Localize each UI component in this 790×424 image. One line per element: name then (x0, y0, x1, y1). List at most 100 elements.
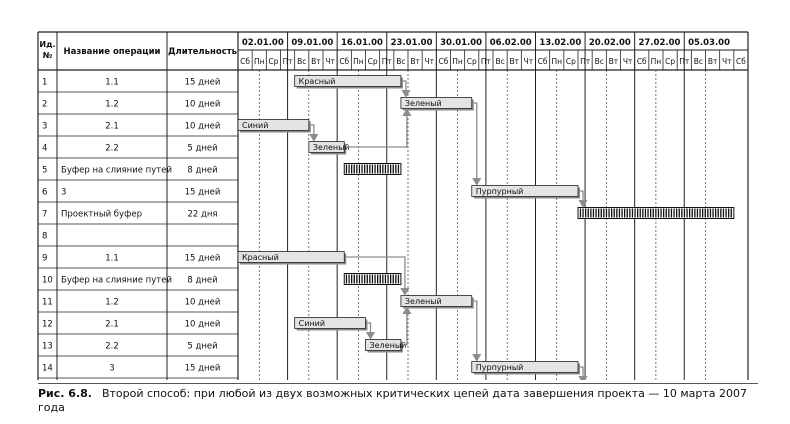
dependency-arrow (346, 256, 410, 296)
row-id: 14 (42, 364, 53, 374)
dependency-arrow (309, 124, 319, 142)
row-name: 3 (61, 188, 66, 198)
day-label: Чт (623, 57, 633, 66)
task-bar-label: Зеленый (370, 341, 407, 350)
row-id: 12 (42, 320, 53, 330)
row-name: 1.1 (105, 78, 119, 88)
figure-caption: Рис. 6.8.Второй способ: при любой из дву… (38, 383, 758, 415)
row-id: 9 (42, 254, 47, 264)
week-label: 13.02.00 (539, 38, 581, 48)
dependency-arrow (402, 306, 412, 346)
row-duration: 15 дней (185, 254, 221, 264)
gantt-bars: КрасныйЗеленыйСинийЗеленыйПурпурныйКрасн… (237, 75, 735, 375)
dependency-arrows (309, 80, 588, 380)
week-label: 23.01.00 (391, 38, 433, 48)
row-name: 1.2 (105, 100, 119, 110)
day-label: Пн (452, 57, 463, 66)
buffer-bar-hatch (345, 274, 400, 284)
task-bar-label: Зеленый (405, 297, 442, 306)
day-label: Вт (509, 57, 519, 66)
day-label: Ср (566, 57, 576, 66)
task-bar (471, 361, 579, 373)
week-label: 06.02.00 (490, 38, 532, 48)
row-name: 1.1 (105, 254, 119, 264)
header-name: Название операции (64, 47, 161, 57)
day-label: Чт (424, 57, 434, 66)
day-label: Чт (524, 57, 534, 66)
header-id: Ид. (39, 40, 55, 49)
day-label: Пт (679, 57, 690, 66)
day-label: Сб (240, 57, 250, 66)
gantt-chart: 02.01.00 09.01.00 16.01.00 23.01.00 30.01.00… (37, 31, 749, 380)
day-label: Чт (722, 57, 732, 66)
task-bar (308, 141, 345, 153)
day-label: Пт (382, 57, 393, 66)
day-label: Вс (396, 57, 405, 66)
row-id: 5 (42, 166, 47, 176)
header-duration: Длительность (168, 47, 237, 57)
row-duration: 8 дней (187, 276, 217, 286)
row-duration: 22 дня (187, 210, 217, 220)
day-label: Ср (665, 57, 675, 66)
dependency-arrow (472, 300, 482, 362)
day-label: Пн (353, 57, 364, 66)
day-label: Вт (311, 57, 321, 66)
row-id: 4 (42, 144, 47, 154)
row-name: 1.2 (105, 298, 119, 308)
day-label: Вс (694, 57, 703, 66)
task-bar-label: Синий (242, 121, 268, 130)
row-id: 10 (42, 276, 53, 286)
row-duration: 15 дней (185, 78, 221, 88)
row-name: 2.1 (105, 320, 119, 330)
day-label: Ср (368, 57, 378, 66)
week-label: 09.01.00 (291, 38, 333, 48)
day-label: Пн (254, 57, 265, 66)
row-duration: 15 дней (185, 364, 221, 374)
week-label: 16.01.00 (341, 38, 383, 48)
task-bar (400, 97, 473, 109)
day-label: Вт (410, 57, 420, 66)
row-duration: 10 дней (185, 320, 221, 330)
row-duration: 8 дней (187, 166, 217, 176)
row-id: 11 (42, 298, 53, 308)
week-label: 05.03.00 (688, 38, 730, 48)
day-label: Пт (580, 57, 591, 66)
buffer-bar-hatch (579, 208, 733, 218)
row-id: 6 (42, 188, 47, 198)
day-label: Пн (551, 57, 562, 66)
day-label: Вс (495, 57, 504, 66)
task-bar (237, 119, 310, 131)
row-id: 1 (42, 78, 47, 88)
week-label: 20.02.00 (589, 38, 631, 48)
week-label: 30.01.00 (440, 38, 482, 48)
dependency-arrow (401, 80, 411, 98)
row-id: 13 (42, 342, 53, 352)
week-label: 02.01.00 (242, 38, 284, 48)
caption-label: Рис. 6.8. (38, 387, 92, 400)
row-name: 2.1 (105, 122, 119, 132)
row-duration: 5 дней (187, 342, 217, 352)
day-label: Сб (736, 57, 746, 66)
task-bar-label: Синий (299, 319, 325, 328)
row-duration: 15 дней (185, 188, 221, 198)
row-duration: 10 дней (185, 122, 221, 132)
row-name: 3 (109, 364, 114, 374)
task-bar-label: Пурпурный (476, 187, 524, 196)
day-label: Пт (481, 57, 492, 66)
day-label: Вт (609, 57, 619, 66)
row-name: Буфер на слияние путей (61, 276, 172, 286)
day-label: Сб (438, 57, 448, 66)
task-bar-label: Пурпурный (476, 363, 524, 372)
dependency-arrow (365, 322, 376, 340)
dependency-arrow (472, 102, 482, 186)
day-label: Вс (297, 57, 306, 66)
day-label: Пн (651, 57, 662, 66)
header-id: № (43, 51, 53, 60)
row-duration: 10 дней (185, 100, 221, 110)
buffer-bar-hatch (345, 164, 400, 174)
day-label: Сб (538, 57, 548, 66)
caption-text: Второй способ: при любой из двух возможн… (38, 387, 748, 414)
day-label: Сб (637, 57, 647, 66)
dependency-arrow (578, 190, 588, 208)
task-bar-label: Красный (242, 253, 279, 262)
